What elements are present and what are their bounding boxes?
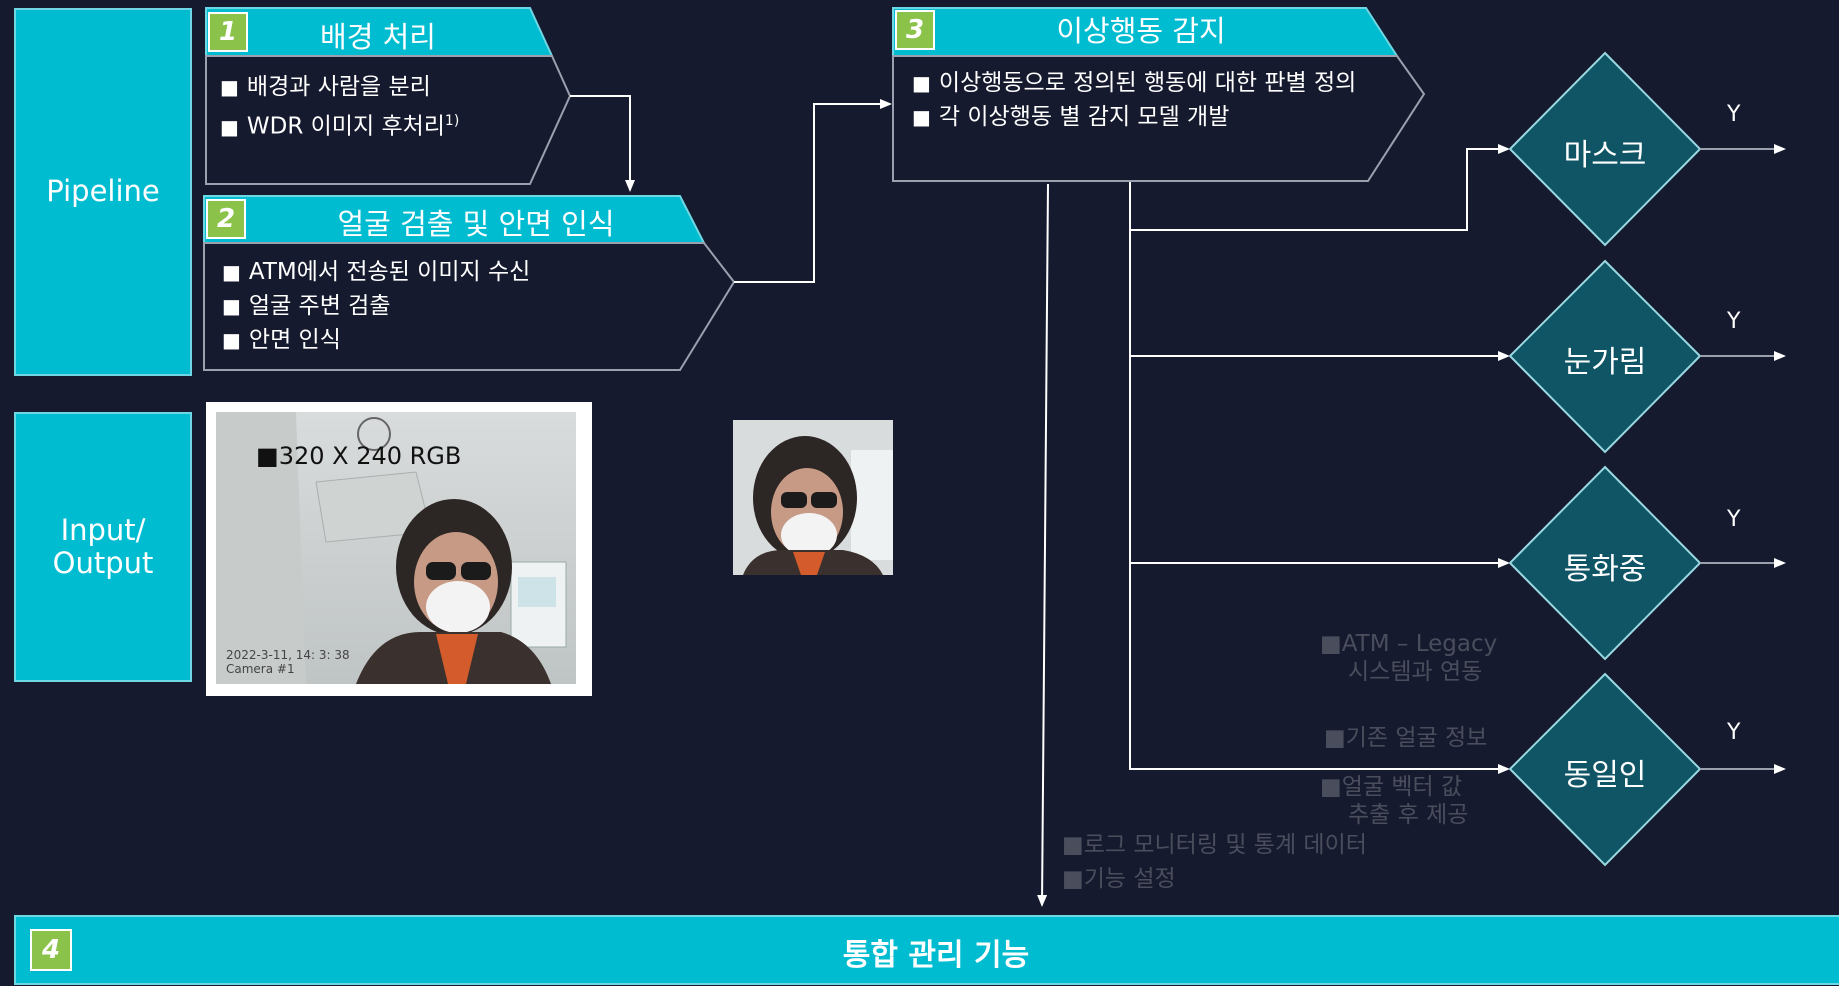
bullet: ATM에서 전송된 이미지 수신 <box>222 255 530 289</box>
note-vector: 얼굴 벡터 값 <box>1320 773 1462 801</box>
detection-mask-label: 마스크 <box>1563 138 1647 173</box>
step-1-badge: 1 <box>208 12 248 52</box>
branch-to-mask <box>1130 144 1510 231</box>
detection-eye-label: 눈가림 <box>1563 345 1647 380</box>
note-settings: 기능 설정 <box>1062 865 1176 893</box>
step-1-title: 배경 처리 <box>320 20 436 54</box>
output-y-mask: Y <box>1727 102 1741 127</box>
bullet: 배경과 사람을 분리 <box>220 70 459 104</box>
step-2-badge: 2 <box>206 199 246 239</box>
step-4-bar: 통합 관리 기능 4 <box>14 915 1839 985</box>
bullet: 얼굴 주변 검출 <box>222 289 530 323</box>
note-face-info: 기존 얼굴 정보 <box>1324 724 1488 752</box>
image-size-caption: 320 X 240 RGB <box>256 442 462 470</box>
step-1-bullets: 배경과 사람을 분리 WDR 이미지 후처리1) <box>220 70 459 144</box>
input-image: 320 X 240 RGB 2022-3-11, 14: 3: 38 Camer… <box>216 412 576 684</box>
step-3-title: 이상행동 감지 <box>1056 14 1226 48</box>
pipeline-label: Pipeline <box>14 8 192 376</box>
diamond-same <box>1508 672 1702 867</box>
diamond-eye <box>1508 259 1702 454</box>
step-3-badge: 3 <box>895 10 935 50</box>
output-y-eye: Y <box>1727 309 1741 334</box>
image-timestamp: 2022-3-11, 14: 3: 38 Camera #1 <box>226 648 350 676</box>
step-2-bullets: ATM에서 전송된 이미지 수신 얼굴 주변 검출 안면 인식 <box>222 255 530 357</box>
bullet: WDR 이미지 후처리1) <box>220 104 459 144</box>
detection-call-label: 통화중 <box>1563 552 1647 587</box>
cropped-face-image <box>733 420 893 575</box>
output-y-same: Y <box>1727 720 1741 745</box>
connector-1-to-2 <box>570 95 635 192</box>
detection-same-label: 동일인 <box>1563 758 1647 793</box>
step-4-title: 통합 관리 기능 <box>842 938 1030 973</box>
bullet: 이상행동으로 정의된 행동에 대한 판별 정의 <box>912 66 1356 100</box>
note-legacy: ATM – Legacy <box>1320 630 1497 658</box>
step-3-bullets: 이상행동으로 정의된 행동에 대한 판별 정의 각 이상행동 별 감지 모델 개… <box>912 66 1356 134</box>
bullet: 안면 인식 <box>222 323 530 357</box>
input-image-frame: 320 X 240 RGB 2022-3-11, 14: 3: 38 Camer… <box>206 402 592 696</box>
output-y-call: Y <box>1727 507 1741 532</box>
diamond-mask <box>1508 51 1702 247</box>
step-4-badge: 4 <box>30 929 72 971</box>
connector-3-to-4 <box>1037 183 1049 907</box>
note-legacy-2: 시스템과 연동 <box>1348 659 1483 685</box>
diamond-call <box>1508 465 1702 661</box>
io-label: Input/ Output <box>14 412 192 682</box>
step-2-title: 얼굴 검출 및 안면 인식 <box>337 207 615 241</box>
face-crop-graphic <box>733 420 893 575</box>
bullet: 각 이상행동 별 감지 모델 개발 <box>912 100 1356 134</box>
footnote-marker: 1) <box>444 113 460 129</box>
note-vector-2: 추출 후 제공 <box>1348 802 1469 828</box>
note-log: 로그 모니터링 및 통계 데이터 <box>1062 831 1367 859</box>
connector-2-to-3 <box>734 99 892 283</box>
